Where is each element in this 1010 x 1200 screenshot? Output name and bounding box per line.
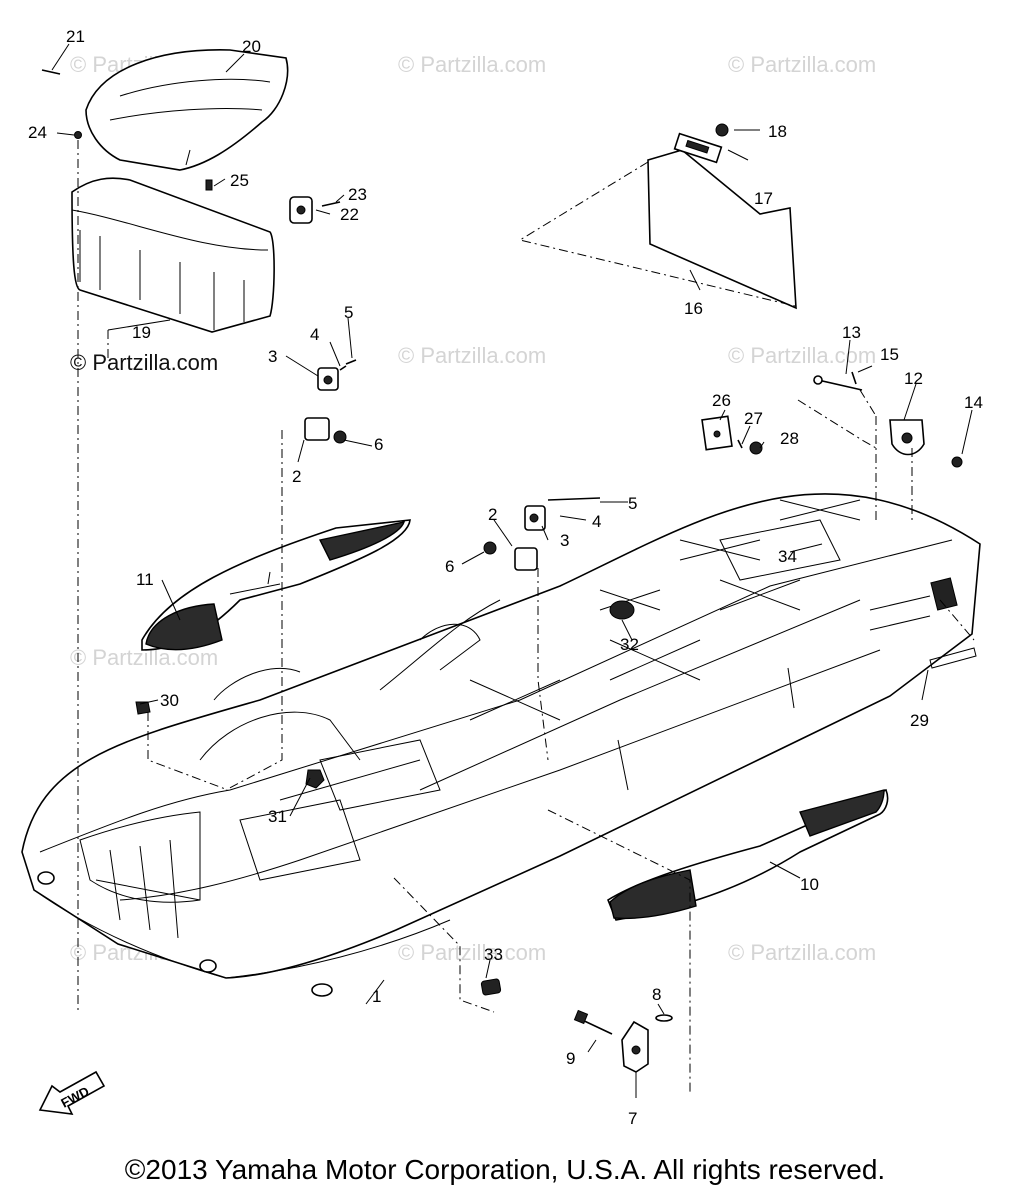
callout-5: 5 xyxy=(628,494,637,513)
hitch-part xyxy=(621,1020,649,1073)
callout-19: 19 xyxy=(132,323,151,342)
callout-3: 3 xyxy=(268,347,277,366)
box-lid-part xyxy=(85,49,289,171)
callout-33: 33 xyxy=(484,945,503,964)
watermark: © Partzilla.com xyxy=(398,940,547,965)
watermark: © Partzilla.com xyxy=(398,343,547,368)
part-15-pin xyxy=(851,371,857,385)
watermark: © Partzilla.com xyxy=(728,940,877,965)
part-30-clip xyxy=(135,701,151,715)
part-4-washer xyxy=(339,365,347,371)
callout-26: 26 xyxy=(712,391,731,410)
callout-16: 16 xyxy=(684,299,703,318)
part-13-rod-end xyxy=(813,375,823,385)
callout-29: 29 xyxy=(910,711,929,730)
part-18-nut xyxy=(715,123,729,137)
part-6-bolt-mid xyxy=(483,541,497,555)
callout-14: 14 xyxy=(964,393,983,412)
callout-10: 10 xyxy=(800,875,819,894)
part-6-bolt xyxy=(333,430,347,444)
callout-5: 5 xyxy=(344,303,353,322)
partzilla-brand-label: © Partzilla.com xyxy=(70,350,219,375)
part-8-pin xyxy=(655,1014,673,1022)
part-12-hole xyxy=(901,432,913,444)
assembly-dash-lines xyxy=(77,140,975,1092)
callout-17: 17 xyxy=(754,189,773,208)
callout-6: 6 xyxy=(445,557,454,576)
storage-box-part xyxy=(71,177,275,333)
fwd-label: FWD xyxy=(58,1083,91,1110)
part-25-clip xyxy=(205,179,213,191)
part-14-bolt xyxy=(951,456,963,468)
callout-6: 6 xyxy=(374,435,383,454)
part-27-screw xyxy=(737,439,743,449)
part-13-rod xyxy=(817,379,863,391)
cover-plate-part xyxy=(647,132,797,310)
part-2-bracket xyxy=(304,417,330,441)
part-33-clip xyxy=(480,978,502,996)
part-3-hole xyxy=(323,375,333,385)
callout-27: 27 xyxy=(744,409,763,428)
part-32-grommet xyxy=(609,600,635,620)
callout-2: 2 xyxy=(292,467,301,486)
copyright-footer: ©2013 Yamaha Motor Corporation, U.S.A. A… xyxy=(124,1154,886,1185)
callout-22: 22 xyxy=(340,205,359,224)
callout-8: 8 xyxy=(652,985,661,1004)
part-22-hole xyxy=(296,205,306,215)
part-26-hole xyxy=(713,430,721,438)
callout-11: 11 xyxy=(136,570,154,589)
callout-21: 21 xyxy=(66,27,85,46)
callout-labels: 1 2 2 3 3 4 4 5 5 6 6 7 8 9 10 11 12 13 … xyxy=(28,27,983,1128)
callout-31: 31 xyxy=(268,807,287,826)
part-5-pin xyxy=(345,359,357,365)
part-23-screw xyxy=(321,201,341,207)
part-28-nut xyxy=(749,441,763,455)
watermark: © Partzilla.com xyxy=(398,52,547,77)
callout-23: 23 xyxy=(348,185,367,204)
part-21-pin xyxy=(41,69,61,75)
callout-1: 1 xyxy=(372,987,381,1006)
part-24-rivet xyxy=(74,131,82,139)
callout-9: 9 xyxy=(566,1049,575,1068)
footrest-left-part xyxy=(141,519,411,651)
footrest-right-part xyxy=(607,788,889,921)
callout-34: 34 xyxy=(778,547,797,566)
callout-4: 4 xyxy=(592,512,601,531)
callout-18: 18 xyxy=(768,122,787,141)
watermark: © Partzilla.com xyxy=(728,52,877,77)
callout-4: 4 xyxy=(310,325,319,344)
callout-32: 32 xyxy=(620,635,639,654)
callout-24: 24 xyxy=(28,123,47,142)
part-3-hole-mid xyxy=(529,513,539,523)
callout-2: 2 xyxy=(488,505,497,524)
part-31-nut xyxy=(305,769,325,789)
callout-20: 20 xyxy=(242,37,261,56)
chassis-body-part xyxy=(21,493,981,997)
callout-15: 15 xyxy=(880,345,899,364)
callout-28: 28 xyxy=(780,429,799,448)
callout-25: 25 xyxy=(230,171,249,190)
fwd-arrow: FWD xyxy=(38,1070,106,1115)
callout-12: 12 xyxy=(904,369,923,388)
callout-30: 30 xyxy=(160,691,179,710)
part-5-pin-mid xyxy=(547,497,601,501)
callout-3: 3 xyxy=(560,531,569,550)
part-9-bolt-head xyxy=(573,1009,589,1025)
watermark: © Partzilla.com xyxy=(728,343,877,368)
callout-7: 7 xyxy=(628,1109,637,1128)
part-2-bracket-mid xyxy=(514,547,538,571)
leader-lines xyxy=(51,43,973,1098)
callout-13: 13 xyxy=(842,323,861,342)
